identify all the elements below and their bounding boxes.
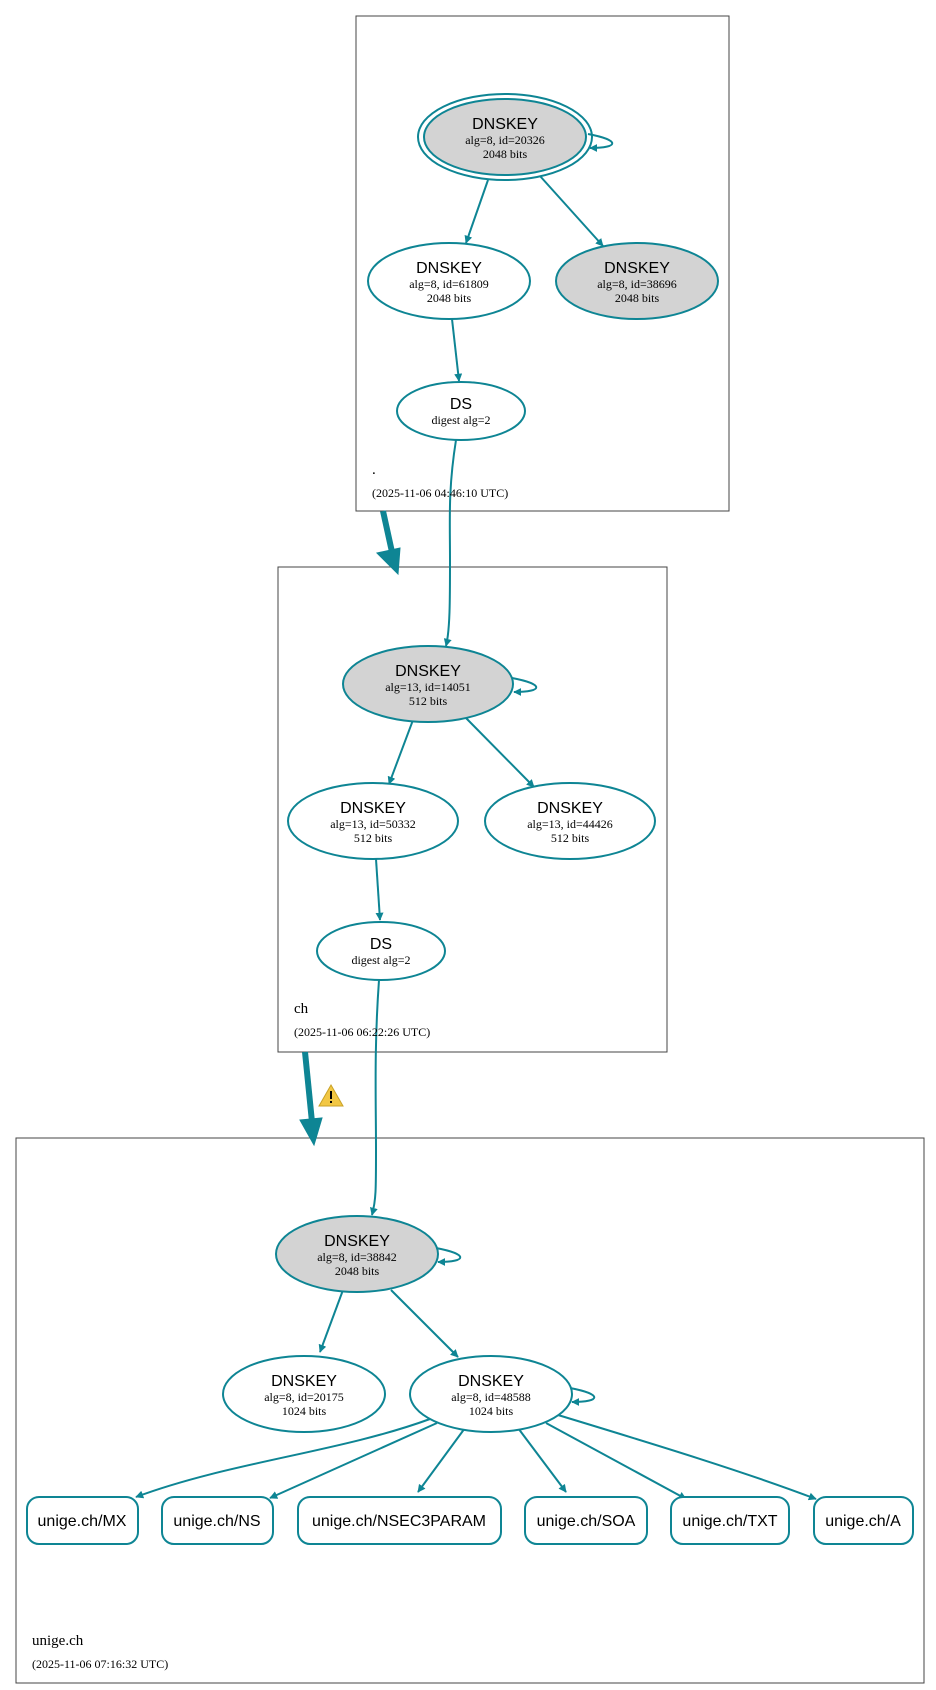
- root-ds-title: DS: [450, 396, 472, 413]
- ch-ds-node: DS digest alg=2: [316, 921, 446, 981]
- unige-zsk-a-node: DNSKEY alg=8, id=20175 1024 bits: [222, 1355, 386, 1433]
- unige-zsk-a-title: DNSKEY: [271, 1373, 337, 1390]
- ch-zsk-b-title: DNSKEY: [537, 800, 603, 817]
- edge-root-ksk-self: [587, 133, 614, 152]
- root-zsk-a-node: DNSKEY alg=8, id=61809 2048 bits: [367, 242, 531, 320]
- rrset-mx-label: unige.ch/MX: [38, 1513, 127, 1530]
- edge-ch-ksk-to-zsk-b: [463, 715, 535, 788]
- unige-ksk-alg: alg=8, id=38842: [317, 1250, 397, 1264]
- rrset-mx-node: unige.ch/MX: [26, 1496, 139, 1545]
- ch-zsk-b-node: DNSKEY alg=13, id=44426 512 bits: [484, 782, 656, 860]
- unige-ksk-title: DNSKEY: [324, 1233, 390, 1250]
- root-ds-digest: digest alg=2: [431, 413, 490, 427]
- root-zsk-b-alg: alg=8, id=38696: [597, 277, 677, 291]
- rrset-nsec3param-label: unige.ch/NSEC3PARAM: [312, 1513, 486, 1530]
- unige-zsk-b-node: DNSKEY alg=8, id=48588 1024 bits: [409, 1355, 573, 1433]
- edge-ch-ksk-self: [511, 677, 538, 696]
- unige-ksk-bits: 2048 bits: [335, 1264, 380, 1278]
- root-ksk-alg: alg=8, id=20326: [465, 133, 545, 147]
- root-zsk-a-title: DNSKEY: [416, 260, 482, 277]
- ch-ds-digest: digest alg=2: [351, 953, 410, 967]
- edge-zsk-to-ns: [269, 1422, 438, 1499]
- unige-zsk-b-title: DNSKEY: [458, 1373, 524, 1390]
- edge-zsk-to-a: [557, 1414, 817, 1501]
- ch-zsk-b-bits: 512 bits: [551, 831, 590, 845]
- zone-unige-timestamp: (2025-11-06 07:16:32 UTC): [32, 1657, 168, 1671]
- unige-zsk-b-alg: alg=8, id=48588: [451, 1390, 531, 1404]
- root-zsk-b-bits: 2048 bits: [615, 291, 660, 305]
- unige-ksk-node: DNSKEY alg=8, id=38842 2048 bits: [275, 1215, 439, 1293]
- edge-ch-ksk-to-zsk-a: [387, 719, 414, 785]
- ch-zsk-a-node: DNSKEY alg=13, id=50332 512 bits: [287, 782, 459, 860]
- warning-triangle-icon: [318, 1083, 344, 1107]
- ch-ksk-bits: 512 bits: [409, 694, 448, 708]
- zone-ch-timestamp: (2025-11-06 06:22:26 UTC): [294, 1025, 430, 1039]
- ch-zsk-a-alg: alg=13, id=50332: [330, 817, 416, 831]
- rrset-ns-label: unige.ch/NS: [173, 1513, 260, 1530]
- rrset-a-label: unige.ch/A: [825, 1513, 901, 1530]
- edge-root-zsk-to-ds: [451, 318, 463, 382]
- rrset-nsec3param-node: unige.ch/NSEC3PARAM: [297, 1496, 502, 1545]
- root-ksk-title: DNSKEY: [472, 116, 538, 133]
- edge-zsk-to-mx: [135, 1418, 431, 1499]
- edge-zsk-to-nsec3param: [417, 1427, 466, 1493]
- unige-zsk-a-bits: 1024 bits: [282, 1404, 327, 1418]
- edge-zsk-to-txt: [545, 1422, 687, 1500]
- rrset-ns-node: unige.ch/NS: [161, 1496, 274, 1545]
- root-zsk-b-title: DNSKEY: [604, 260, 670, 277]
- edge-zsk-to-soa: [517, 1427, 567, 1493]
- rrset-txt-label: unige.ch/TXT: [682, 1513, 777, 1530]
- edge-root-ds-to-ch-ksk: [443, 439, 457, 647]
- zone-unige-name: unige.ch: [32, 1633, 84, 1649]
- rrset-txt-node: unige.ch/TXT: [670, 1496, 790, 1545]
- ch-zsk-a-bits: 512 bits: [354, 831, 393, 845]
- ch-zsk-b-alg: alg=13, id=44426: [527, 817, 613, 831]
- edge-ch-ds-to-unige-ksk: [369, 979, 380, 1216]
- root-zsk-a-bits: 2048 bits: [427, 291, 472, 305]
- root-ksk-bits: 2048 bits: [483, 147, 528, 161]
- rrset-a-node: unige.ch/A: [813, 1496, 914, 1545]
- edge-root-ksk-to-zsk-a: [464, 179, 489, 244]
- edge-unige-ksk-self: [435, 1247, 462, 1266]
- edge-unige-ksk-to-zsk-b: [390, 1289, 459, 1358]
- rrset-soa-node: unige.ch/SOA: [524, 1496, 648, 1545]
- edge-ch-zsk-to-ds: [375, 858, 384, 921]
- delegation-edge-ch-to-unige: [299, 1051, 323, 1147]
- ch-ksk-title: DNSKEY: [395, 663, 461, 680]
- zone-root-name: .: [372, 462, 376, 478]
- ch-ksk-alg: alg=13, id=14051: [385, 680, 471, 694]
- edge-unige-ksk-to-zsk-a: [318, 1289, 344, 1353]
- zone-root-timestamp: (2025-11-06 04:46:10 UTC): [372, 486, 508, 500]
- ch-ds-title: DS: [370, 936, 392, 953]
- unige-zsk-a-alg: alg=8, id=20175: [264, 1390, 344, 1404]
- rrset-soa-label: unige.ch/SOA: [537, 1513, 636, 1530]
- ch-ksk-node: DNSKEY alg=13, id=14051 512 bits: [342, 645, 514, 723]
- ch-zsk-a-title: DNSKEY: [340, 800, 406, 817]
- root-zsk-a-alg: alg=8, id=61809: [409, 277, 489, 291]
- delegation-edge-root-to-ch: [375, 510, 401, 576]
- root-ds-node: DS digest alg=2: [396, 381, 526, 441]
- root-ksk-node: DNSKEY alg=8, id=20326 2048 bits: [417, 93, 593, 181]
- zone-ch-name: ch: [294, 1001, 309, 1017]
- edge-root-ksk-to-zsk-b: [539, 175, 604, 247]
- unige-zsk-b-bits: 1024 bits: [469, 1404, 514, 1418]
- root-zsk-b-node: DNSKEY alg=8, id=38696 2048 bits: [555, 242, 719, 320]
- edge-unige-zsk-b-self: [569, 1387, 596, 1406]
